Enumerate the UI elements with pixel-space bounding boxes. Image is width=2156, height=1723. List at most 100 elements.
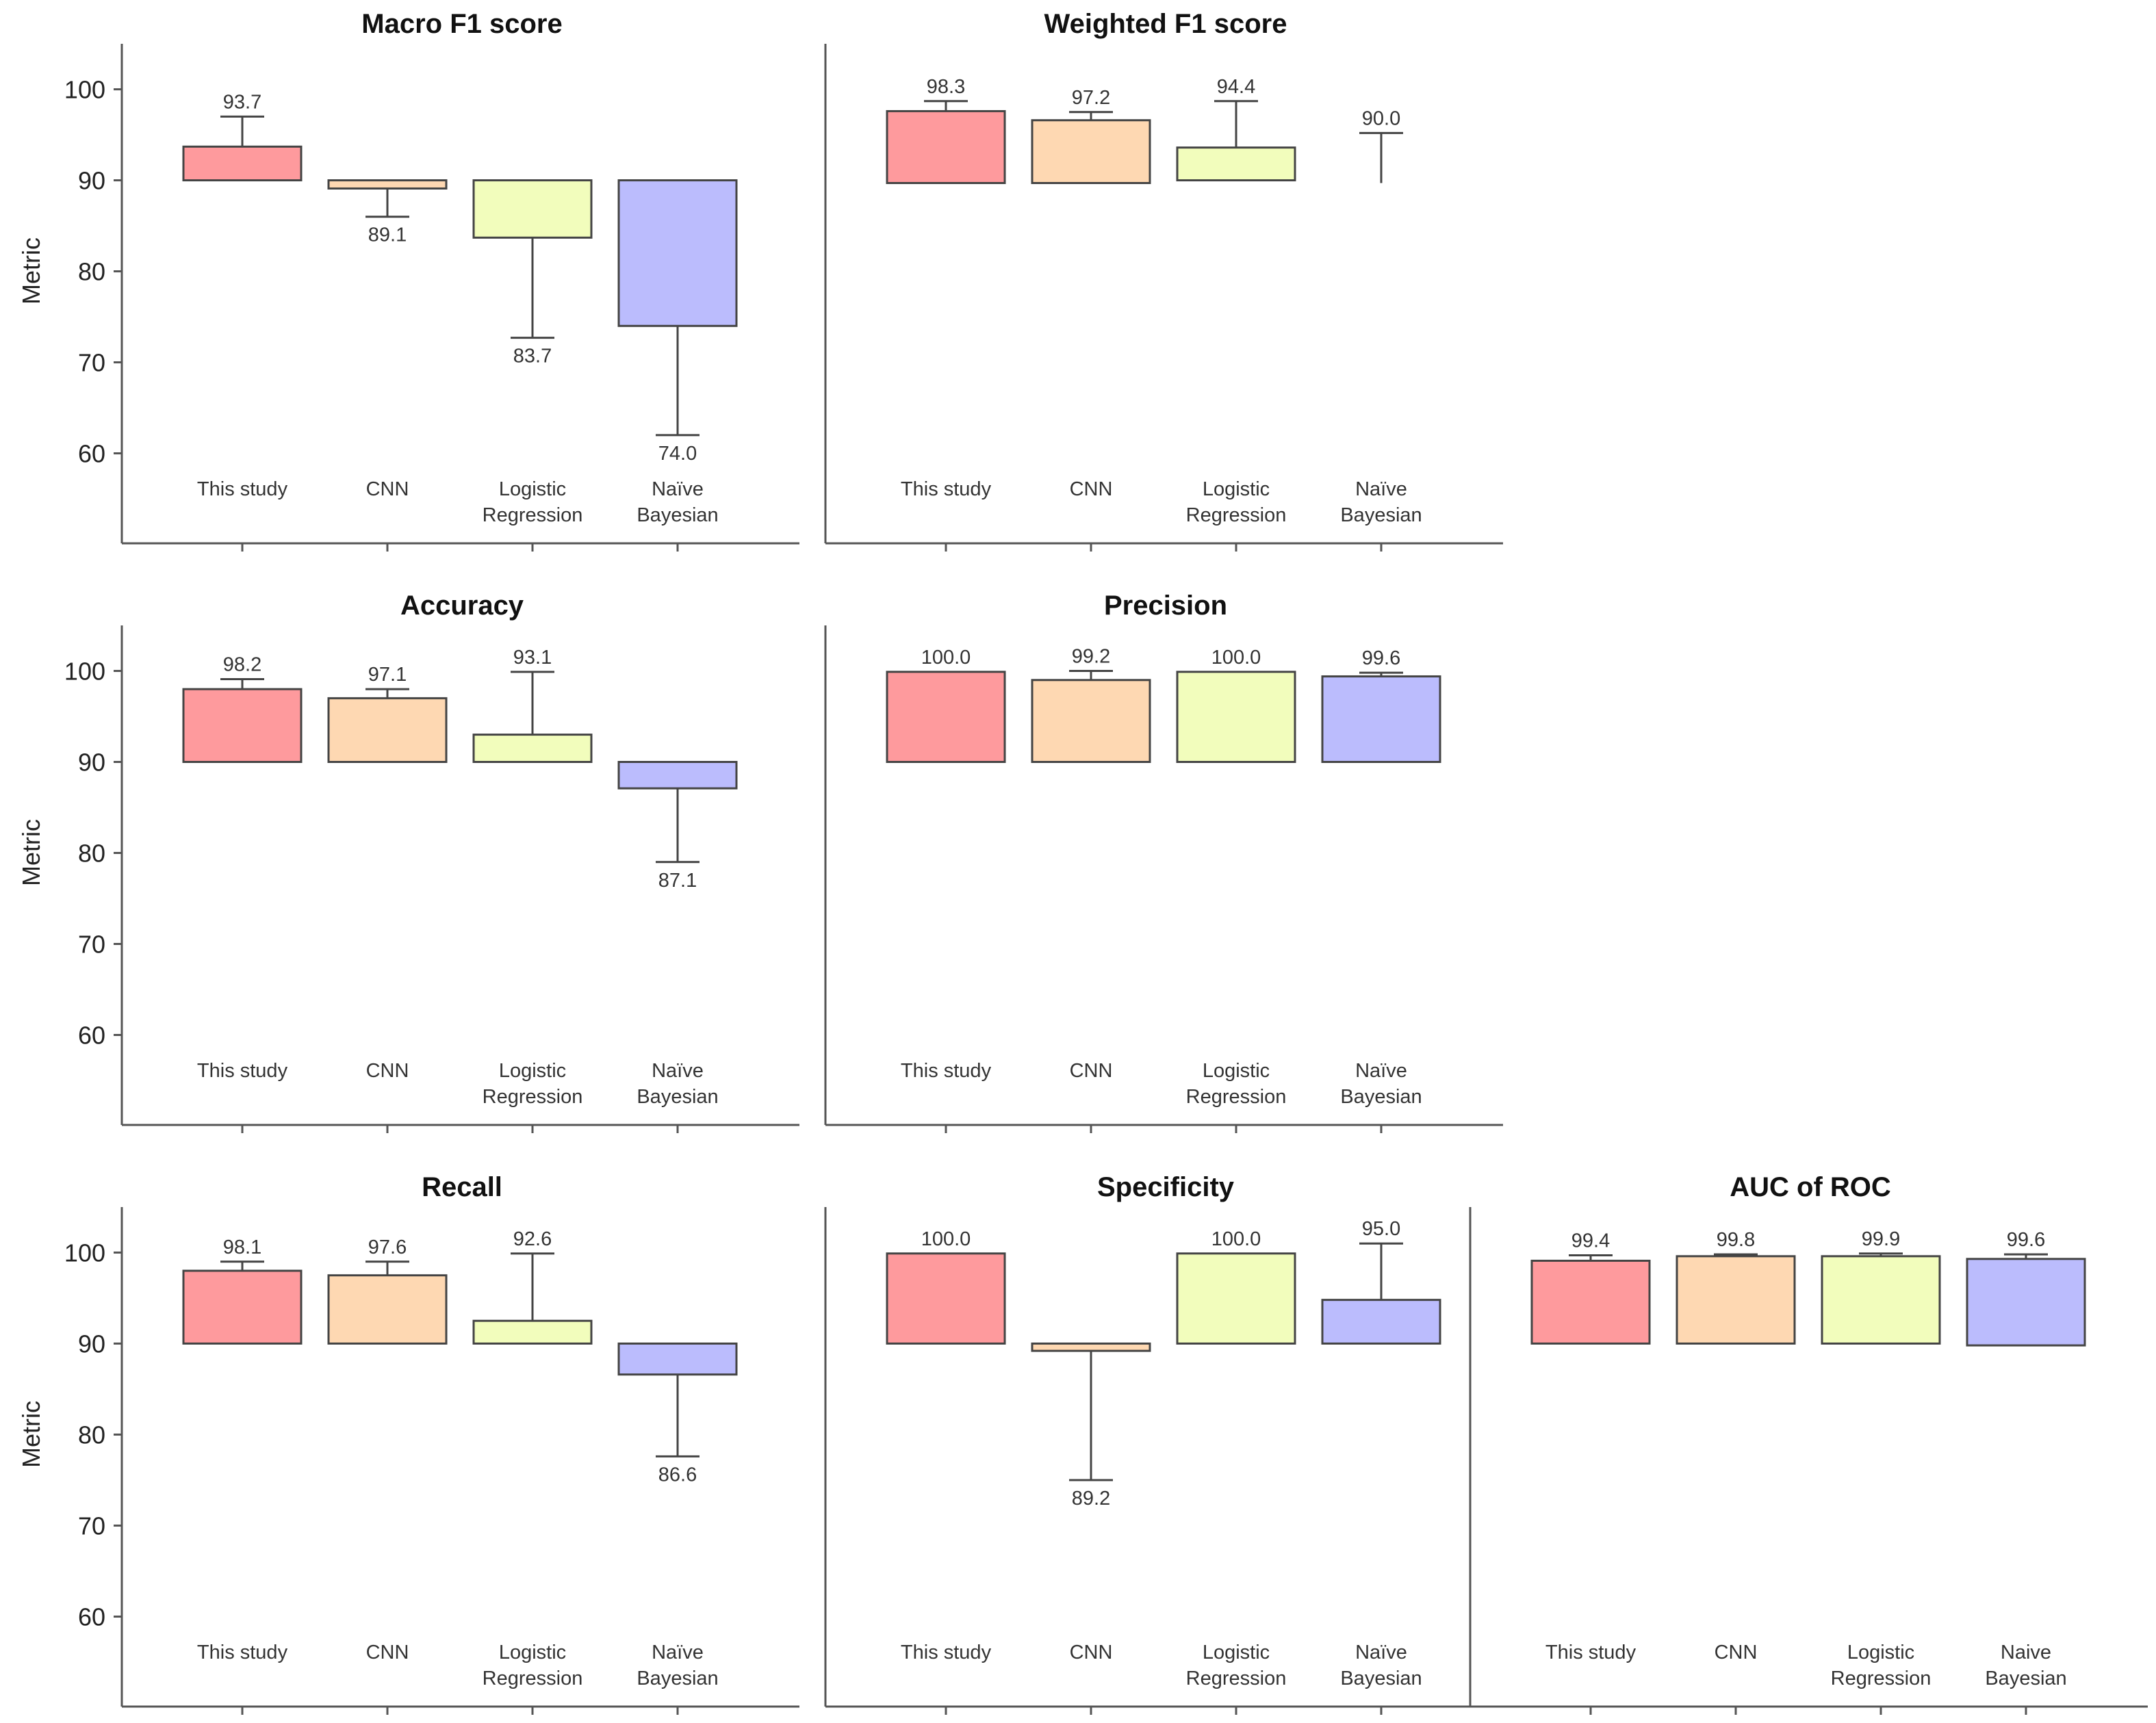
box bbox=[1031, 119, 1151, 184]
value-label: 87.1 bbox=[658, 870, 697, 892]
box bbox=[182, 145, 303, 181]
value-label: 98.3 bbox=[927, 76, 965, 98]
y-tick-label: 60 bbox=[78, 1603, 105, 1631]
category-label: Naive bbox=[2001, 1642, 2051, 1663]
y-tick-label: 70 bbox=[78, 931, 105, 959]
category-label: Naïve bbox=[1355, 1642, 1407, 1663]
y-tick-label: 90 bbox=[78, 749, 105, 777]
box bbox=[886, 109, 1006, 184]
box bbox=[327, 1274, 448, 1345]
category-label: Regression bbox=[1831, 1668, 1932, 1689]
value-label: 93.1 bbox=[513, 647, 552, 669]
box bbox=[472, 179, 593, 239]
box bbox=[1321, 675, 1441, 763]
category-label: This study bbox=[197, 1642, 288, 1663]
value-label: 99.4 bbox=[1571, 1230, 1610, 1252]
category-label: Naïve bbox=[1355, 1060, 1407, 1082]
box bbox=[1031, 1343, 1151, 1352]
category-label: Naïve bbox=[652, 1060, 704, 1082]
category-label: CNN bbox=[1070, 478, 1113, 500]
category-label: Logistic bbox=[1203, 1642, 1270, 1663]
category-label: Bayesian bbox=[1340, 504, 1422, 526]
y-tick-label: 80 bbox=[78, 258, 105, 286]
box bbox=[1966, 1258, 2086, 1347]
panel-title: Weighted F1 score bbox=[1044, 9, 1287, 39]
category-label: Naïve bbox=[652, 1642, 704, 1663]
value-label: 97.6 bbox=[368, 1236, 407, 1258]
value-label: 98.1 bbox=[223, 1236, 261, 1258]
value-label: 95.0 bbox=[1362, 1218, 1400, 1240]
category-label: Naïve bbox=[1355, 478, 1407, 500]
y-axis-title: Metric bbox=[17, 1401, 45, 1468]
y-axis-title: Metric bbox=[17, 819, 45, 886]
y-tick-label: 70 bbox=[78, 349, 105, 377]
panel-title: Specificity bbox=[1097, 1172, 1235, 1202]
y-tick-label: 80 bbox=[78, 1421, 105, 1449]
category-label: Logistic bbox=[499, 478, 566, 500]
box bbox=[617, 1343, 738, 1376]
box bbox=[886, 671, 1006, 764]
box bbox=[1176, 671, 1296, 764]
category-label: Bayesian bbox=[1985, 1668, 2066, 1689]
category-label: This study bbox=[1545, 1642, 1637, 1663]
value-label: 100.0 bbox=[1211, 647, 1261, 669]
category-label: Regression bbox=[1186, 1668, 1287, 1689]
box bbox=[1176, 146, 1296, 181]
box bbox=[1676, 1255, 1796, 1345]
box bbox=[182, 688, 303, 763]
panel-title: Macro F1 score bbox=[361, 9, 562, 39]
value-label: 100.0 bbox=[921, 1228, 971, 1250]
category-label: CNN bbox=[366, 1642, 409, 1663]
category-label: Logistic bbox=[1203, 1060, 1270, 1082]
value-label: 99.2 bbox=[1072, 646, 1110, 668]
category-label: CNN bbox=[1070, 1060, 1113, 1082]
box bbox=[327, 179, 448, 190]
category-label: Logistic bbox=[499, 1642, 566, 1663]
y-tick-label: 60 bbox=[78, 440, 105, 468]
panel-title: AUC of ROC bbox=[1730, 1172, 1891, 1202]
box bbox=[1821, 1255, 1941, 1345]
y-tick-label: 60 bbox=[78, 1022, 105, 1050]
value-label: 97.2 bbox=[1072, 87, 1110, 109]
category-label: Regression bbox=[483, 1086, 583, 1108]
y-tick-label: 100 bbox=[64, 1239, 105, 1267]
category-label: CNN bbox=[366, 1060, 409, 1082]
box bbox=[327, 697, 448, 764]
box bbox=[472, 734, 593, 763]
panel-title: Accuracy bbox=[400, 591, 524, 621]
y-tick-label: 80 bbox=[78, 840, 105, 868]
box bbox=[617, 179, 738, 327]
panel-title: Recall bbox=[422, 1172, 502, 1202]
y-tick-label: 100 bbox=[64, 76, 105, 104]
value-label: 90.0 bbox=[1362, 107, 1400, 129]
category-label: Regression bbox=[483, 504, 583, 526]
category-label: CNN bbox=[366, 478, 409, 500]
category-label: CNN bbox=[1070, 1642, 1113, 1663]
y-tick-label: 100 bbox=[64, 658, 105, 686]
category-label: Logistic bbox=[499, 1060, 566, 1082]
value-label: 74.0 bbox=[658, 443, 697, 465]
category-label: Bayesian bbox=[637, 504, 718, 526]
box bbox=[1176, 1252, 1296, 1345]
category-label: Logistic bbox=[1203, 478, 1270, 500]
value-label: 92.6 bbox=[513, 1228, 552, 1250]
value-label: 98.2 bbox=[223, 653, 261, 675]
category-label: This study bbox=[197, 1060, 288, 1082]
panel-title: Precision bbox=[1104, 591, 1227, 621]
value-label: 99.9 bbox=[1862, 1228, 1900, 1250]
value-label: 99.6 bbox=[1362, 647, 1400, 669]
category-label: This study bbox=[901, 478, 992, 500]
value-label: 83.7 bbox=[513, 346, 552, 367]
category-label: Bayesian bbox=[637, 1668, 718, 1689]
y-tick-label: 90 bbox=[78, 167, 105, 195]
box bbox=[472, 1319, 593, 1345]
value-label: 100.0 bbox=[1211, 1228, 1261, 1250]
category-label: Bayesian bbox=[1340, 1086, 1422, 1108]
